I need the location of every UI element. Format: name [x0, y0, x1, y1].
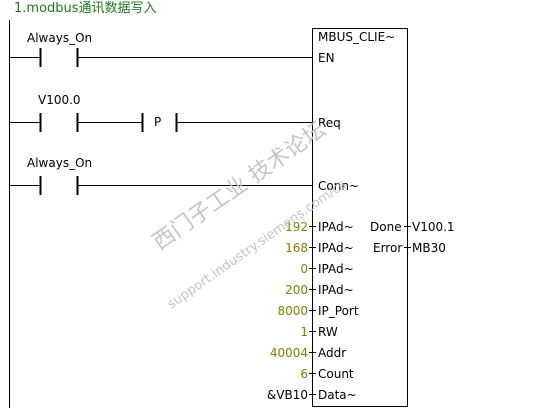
pin-ipad-3: IPAd~	[318, 262, 354, 276]
pin-count: Count	[318, 367, 354, 381]
rung-2	[10, 113, 312, 132]
pin-data: Data~	[318, 388, 357, 402]
operand-addr[interactable]: 40004	[269, 346, 308, 360]
pin-ip-port: IP_Port	[318, 304, 359, 318]
input-pin-stubs	[309, 226, 316, 395]
rung-3	[10, 176, 312, 195]
edge-contact-label[interactable]: P	[154, 115, 162, 129]
operand-ipad-3[interactable]: 0	[300, 262, 308, 276]
pin-done: Done	[370, 220, 402, 234]
pin-addr: Addr	[318, 346, 347, 360]
output-pin-stubs	[404, 226, 411, 248]
pin-error: Error	[373, 241, 403, 255]
pin-ipad-1: IPAd~	[318, 220, 354, 234]
rung-1	[10, 48, 312, 67]
network-title: 1.modbus通讯数据写入	[14, 1, 157, 16]
contact-label-v100-0[interactable]: V100.0	[38, 93, 81, 107]
operand-rw[interactable]: 1	[300, 325, 308, 339]
pin-rw: RW	[318, 325, 338, 339]
block-name[interactable]: MBUS_CLIE~	[318, 30, 396, 44]
operand-done[interactable]: V100.1	[412, 220, 455, 234]
contact-label-always-on-2[interactable]: Always_On	[27, 156, 93, 170]
operand-data[interactable]: &VB10	[266, 388, 308, 402]
operand-ipad-4[interactable]: 200	[285, 283, 308, 297]
function-block-box	[312, 28, 408, 407]
operand-error[interactable]: MB30	[412, 241, 446, 255]
pin-req: Req	[318, 116, 341, 130]
contact-label-always-on-1[interactable]: Always_On	[27, 31, 93, 45]
operand-count[interactable]: 6	[300, 367, 308, 381]
pin-ipad-2: IPAd~	[318, 241, 354, 255]
pin-conn: Conn~	[318, 179, 359, 193]
operand-ipad-1[interactable]: 192	[285, 220, 308, 234]
operand-ipad-2[interactable]: 168	[285, 241, 308, 255]
pin-ipad-4: IPAd~	[318, 283, 354, 297]
operand-ip-port[interactable]: 8000	[277, 304, 308, 318]
pin-en: EN	[318, 51, 335, 65]
